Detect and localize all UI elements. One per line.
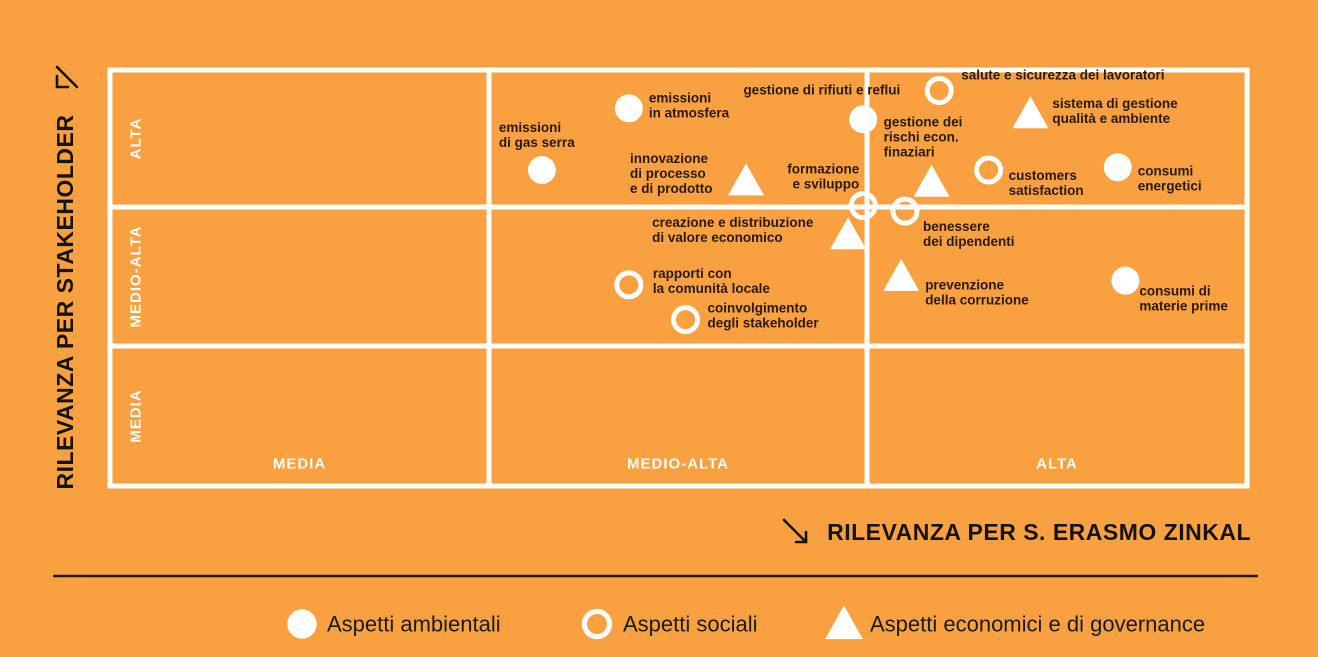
data-point-marker: [890, 196, 920, 226]
data-point-marker: [527, 156, 556, 185]
data-point-label: gestione di rifiuti e reflui: [743, 82, 900, 97]
x-band-label: MEDIO-ALTA: [627, 456, 729, 473]
data-point-marker: [924, 76, 954, 106]
data-point-marker: [913, 164, 950, 197]
data-point-marker: [614, 94, 643, 123]
y-band-label: MEDIA: [128, 389, 145, 442]
legend-label: Aspetti ambientali: [327, 612, 501, 637]
legend-item: Aspetti economici e di governance: [825, 605, 1205, 640]
legend-marker: [581, 608, 613, 640]
legend-item: Aspetti ambientali: [287, 609, 501, 639]
legend-marker: [825, 605, 863, 640]
data-point-marker: [849, 105, 878, 134]
data-point-marker: [1012, 96, 1049, 129]
x-band-label: ALTA: [1036, 456, 1078, 473]
legend: Aspetti ambientali Aspetti sociali Aspetti…: [287, 605, 1205, 640]
y-band-label: ALTA: [128, 118, 145, 160]
y-axis-title: RILEVANZA PER STAKEHOLDER: [52, 115, 78, 490]
x-axis-arrow-icon: [782, 518, 808, 544]
x-axis-title: RILEVANZA PER S. ERASMO ZINKAL: [827, 519, 1251, 545]
data-point-marker: [671, 305, 701, 335]
y-axis-title-group: RILEVANZA PER STAKEHOLDER: [52, 65, 79, 490]
data-point-marker: [974, 155, 1004, 185]
legend-marker: [287, 609, 317, 639]
grid-layer: [107, 67, 1250, 489]
data-point-marker: [728, 163, 765, 196]
data-point-marker: [830, 217, 867, 250]
data-point-marker: [848, 191, 878, 221]
data-point-label: salute e sicurezza dei lavoratori: [961, 68, 1164, 83]
data-point-marker: [1111, 266, 1140, 295]
band-labels: MEDIA MEDIO-ALTA ALTA MEDIA MEDIO-ALTA ALTA: [128, 118, 1078, 473]
legend-label: Aspetti sociali: [623, 612, 758, 637]
legend-item: Aspetti sociali: [581, 608, 758, 640]
series-ring: salute e sicurezza dei lavoratori custome…: [614, 68, 1165, 335]
x-axis-title-group: RILEVANZA PER S. ERASMO ZINKAL: [782, 518, 1251, 545]
data-point-marker: [883, 258, 920, 291]
data-point-marker: [614, 270, 644, 300]
x-band-label: MEDIA: [273, 456, 326, 473]
y-axis-arrow-icon: [55, 65, 79, 89]
matrix-frame: [107, 67, 1250, 489]
legend-label: Aspetti economici e di governance: [870, 612, 1205, 637]
y-band-label: MEDIO-ALTA: [128, 226, 145, 328]
data-point-marker: [1103, 153, 1132, 182]
